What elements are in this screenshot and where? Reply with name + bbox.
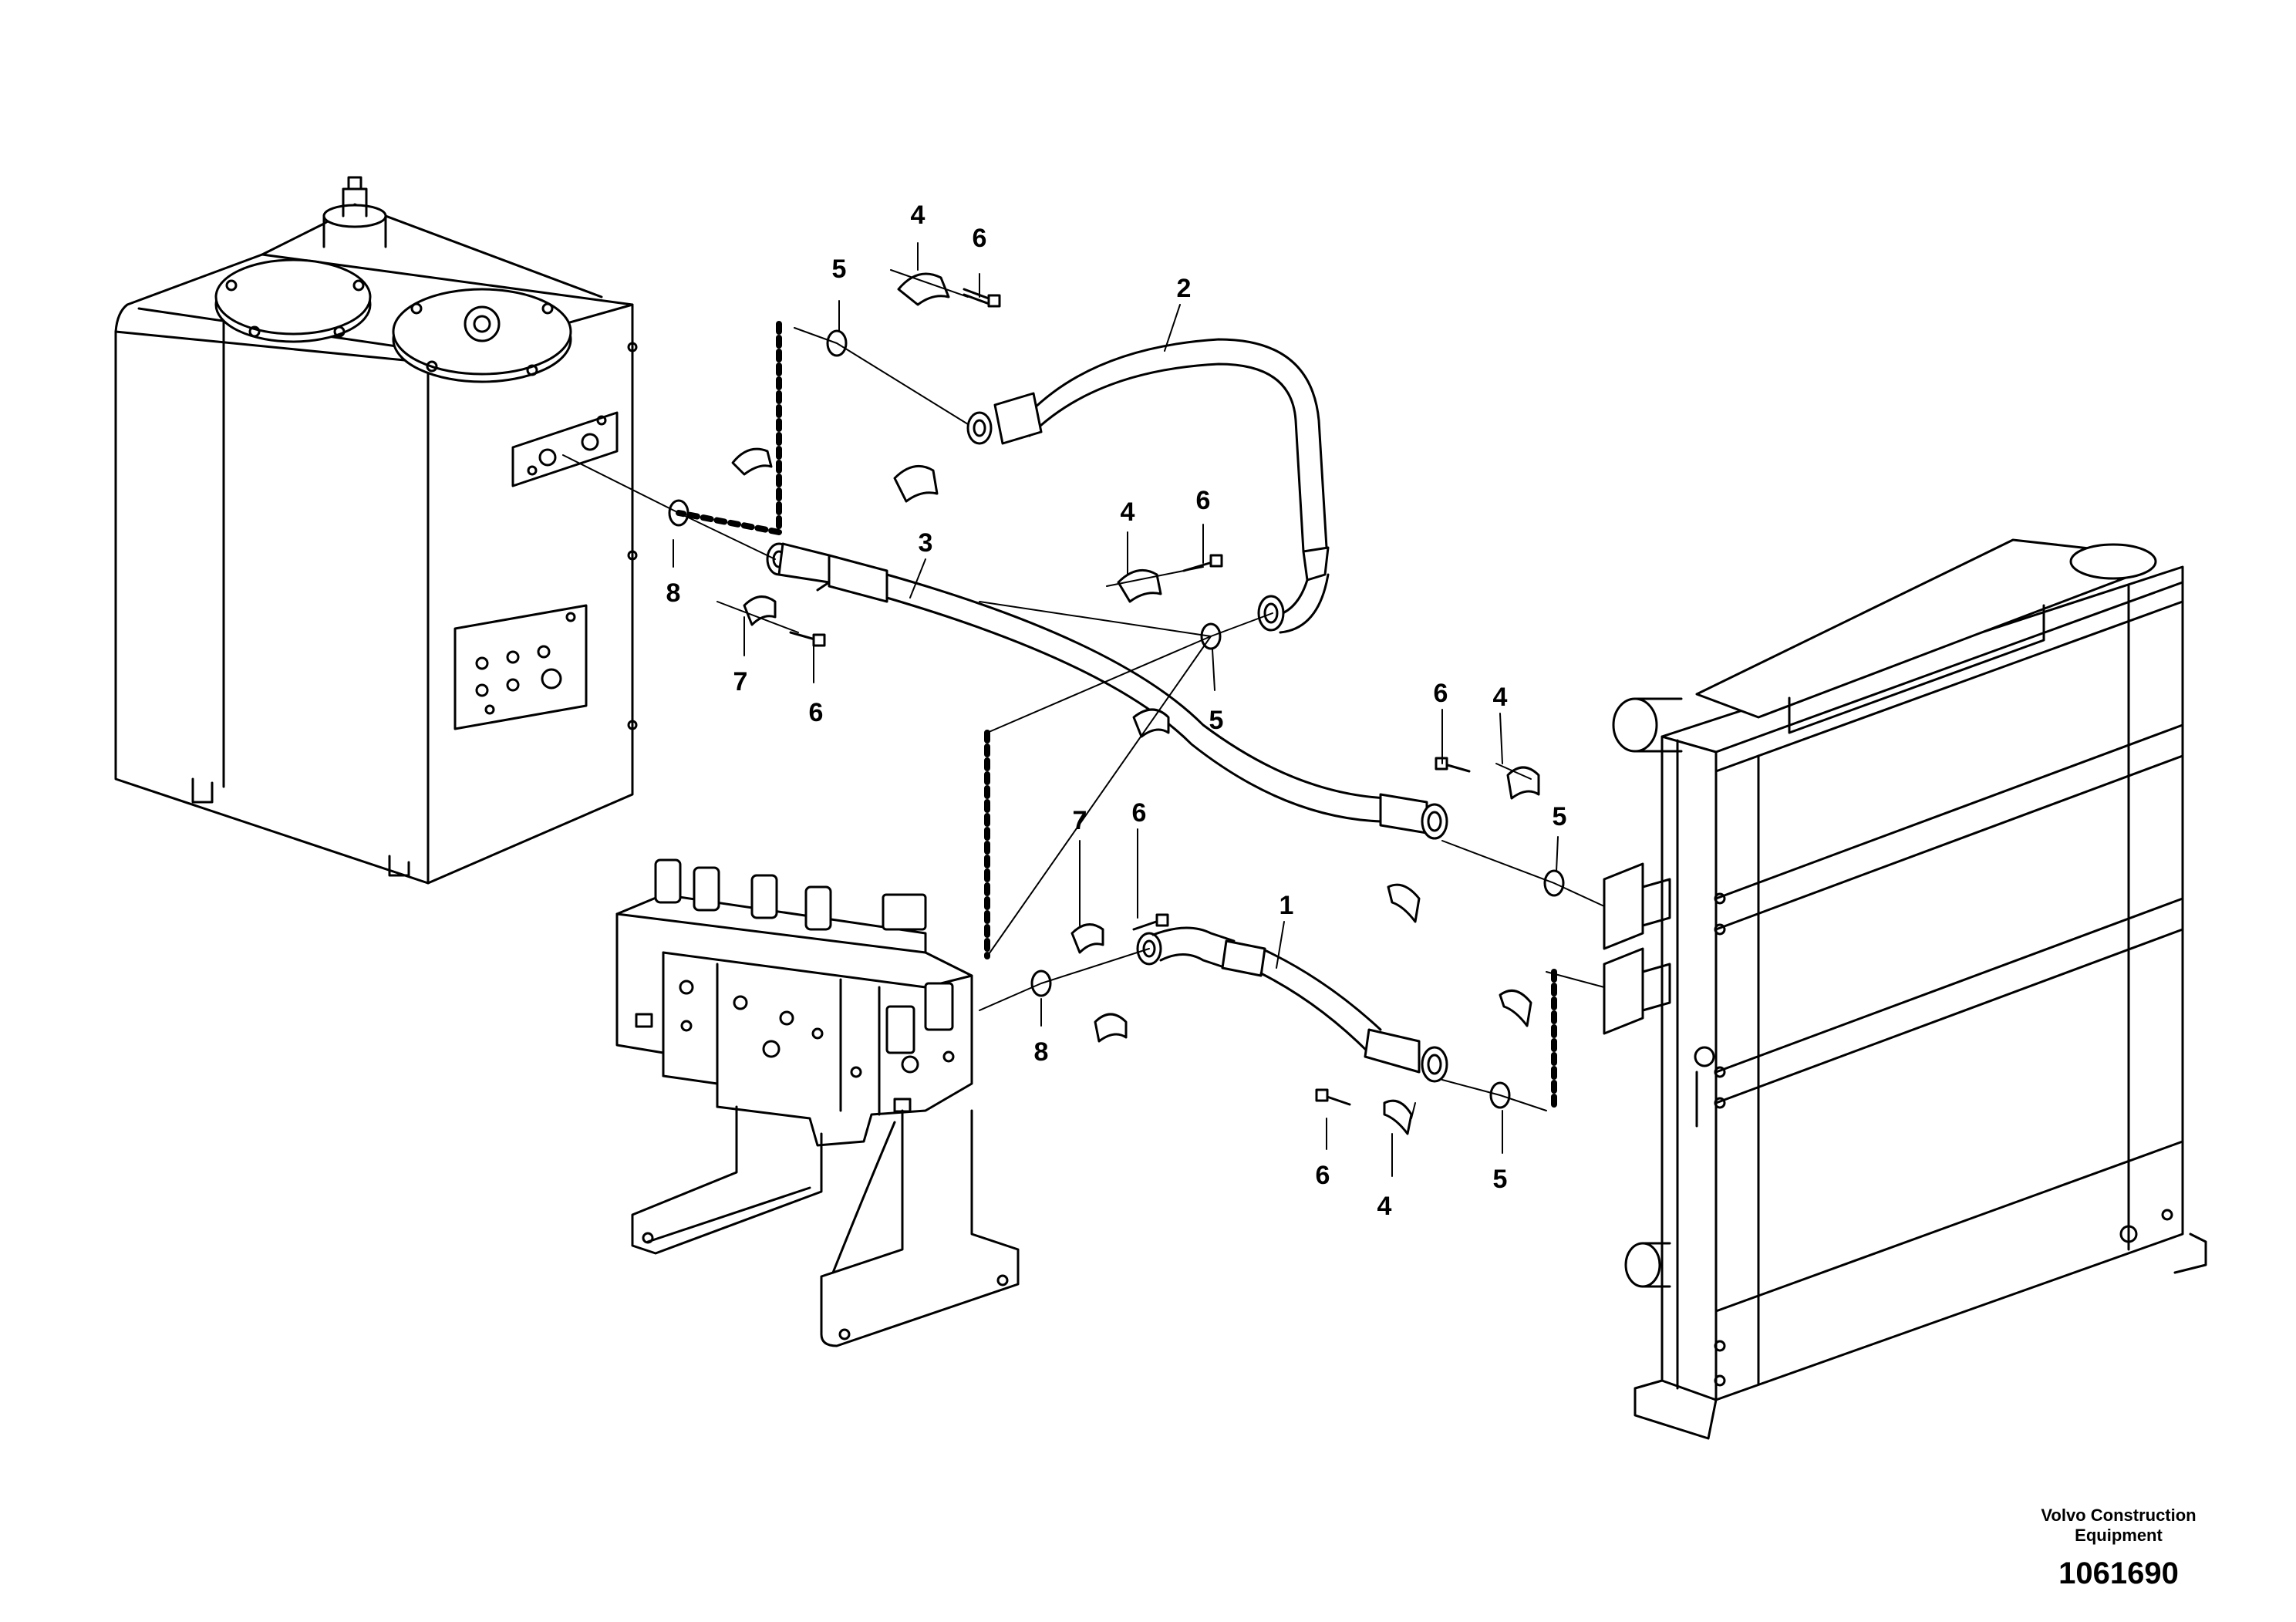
callout-labels: 4 6 5 2 4 6 3 8 7 6 5 6 4 5 7 6 1 8 6 4 …	[666, 201, 1567, 1221]
callout-6: 6	[973, 224, 987, 253]
bolts	[789, 288, 1471, 1106]
drawing-footer: Volvo Construction Equipment 1061690	[1995, 1506, 2242, 1591]
callout-5: 5	[832, 255, 847, 284]
callout-5: 5	[1209, 706, 1224, 735]
callout-6: 6	[809, 698, 824, 727]
callout-6: 6	[1434, 679, 1448, 708]
o-rings	[668, 329, 1565, 1109]
callout-4: 4	[1377, 1192, 1392, 1221]
oil-cooler	[1603, 538, 2207, 1440]
hose-1	[1136, 926, 1448, 1083]
callout-5: 5	[1493, 1165, 1508, 1194]
callout-8: 8	[666, 578, 681, 608]
company-name-line2: Equipment	[2075, 1526, 2163, 1545]
callout-2: 2	[1177, 274, 1192, 303]
drawing-number: 1061690	[2058, 1556, 2179, 1590]
leader-lines	[673, 242, 1559, 1177]
callout-4: 4	[1493, 683, 1508, 712]
control-valve-block	[615, 858, 1020, 1347]
callout-4: 4	[1121, 497, 1135, 527]
callout-7: 7	[733, 667, 748, 696]
callout-4: 4	[911, 201, 925, 230]
hose-3	[766, 542, 1448, 840]
assembly-lines	[562, 269, 1605, 1119]
callout-6: 6	[1316, 1161, 1330, 1190]
callout-5: 5	[1553, 802, 1567, 831]
callout-1: 1	[1279, 891, 1294, 920]
flange-clamps	[731, 272, 1540, 1135]
callout-6: 6	[1132, 798, 1147, 828]
callout-7: 7	[1073, 806, 1087, 835]
hose-2	[966, 338, 1330, 634]
company-name-line1: Volvo Construction	[2041, 1506, 2197, 1525]
callout-6: 6	[1196, 486, 1211, 515]
callout-8: 8	[1034, 1037, 1049, 1067]
hydraulic-tank	[114, 176, 638, 885]
callout-3: 3	[919, 528, 933, 558]
